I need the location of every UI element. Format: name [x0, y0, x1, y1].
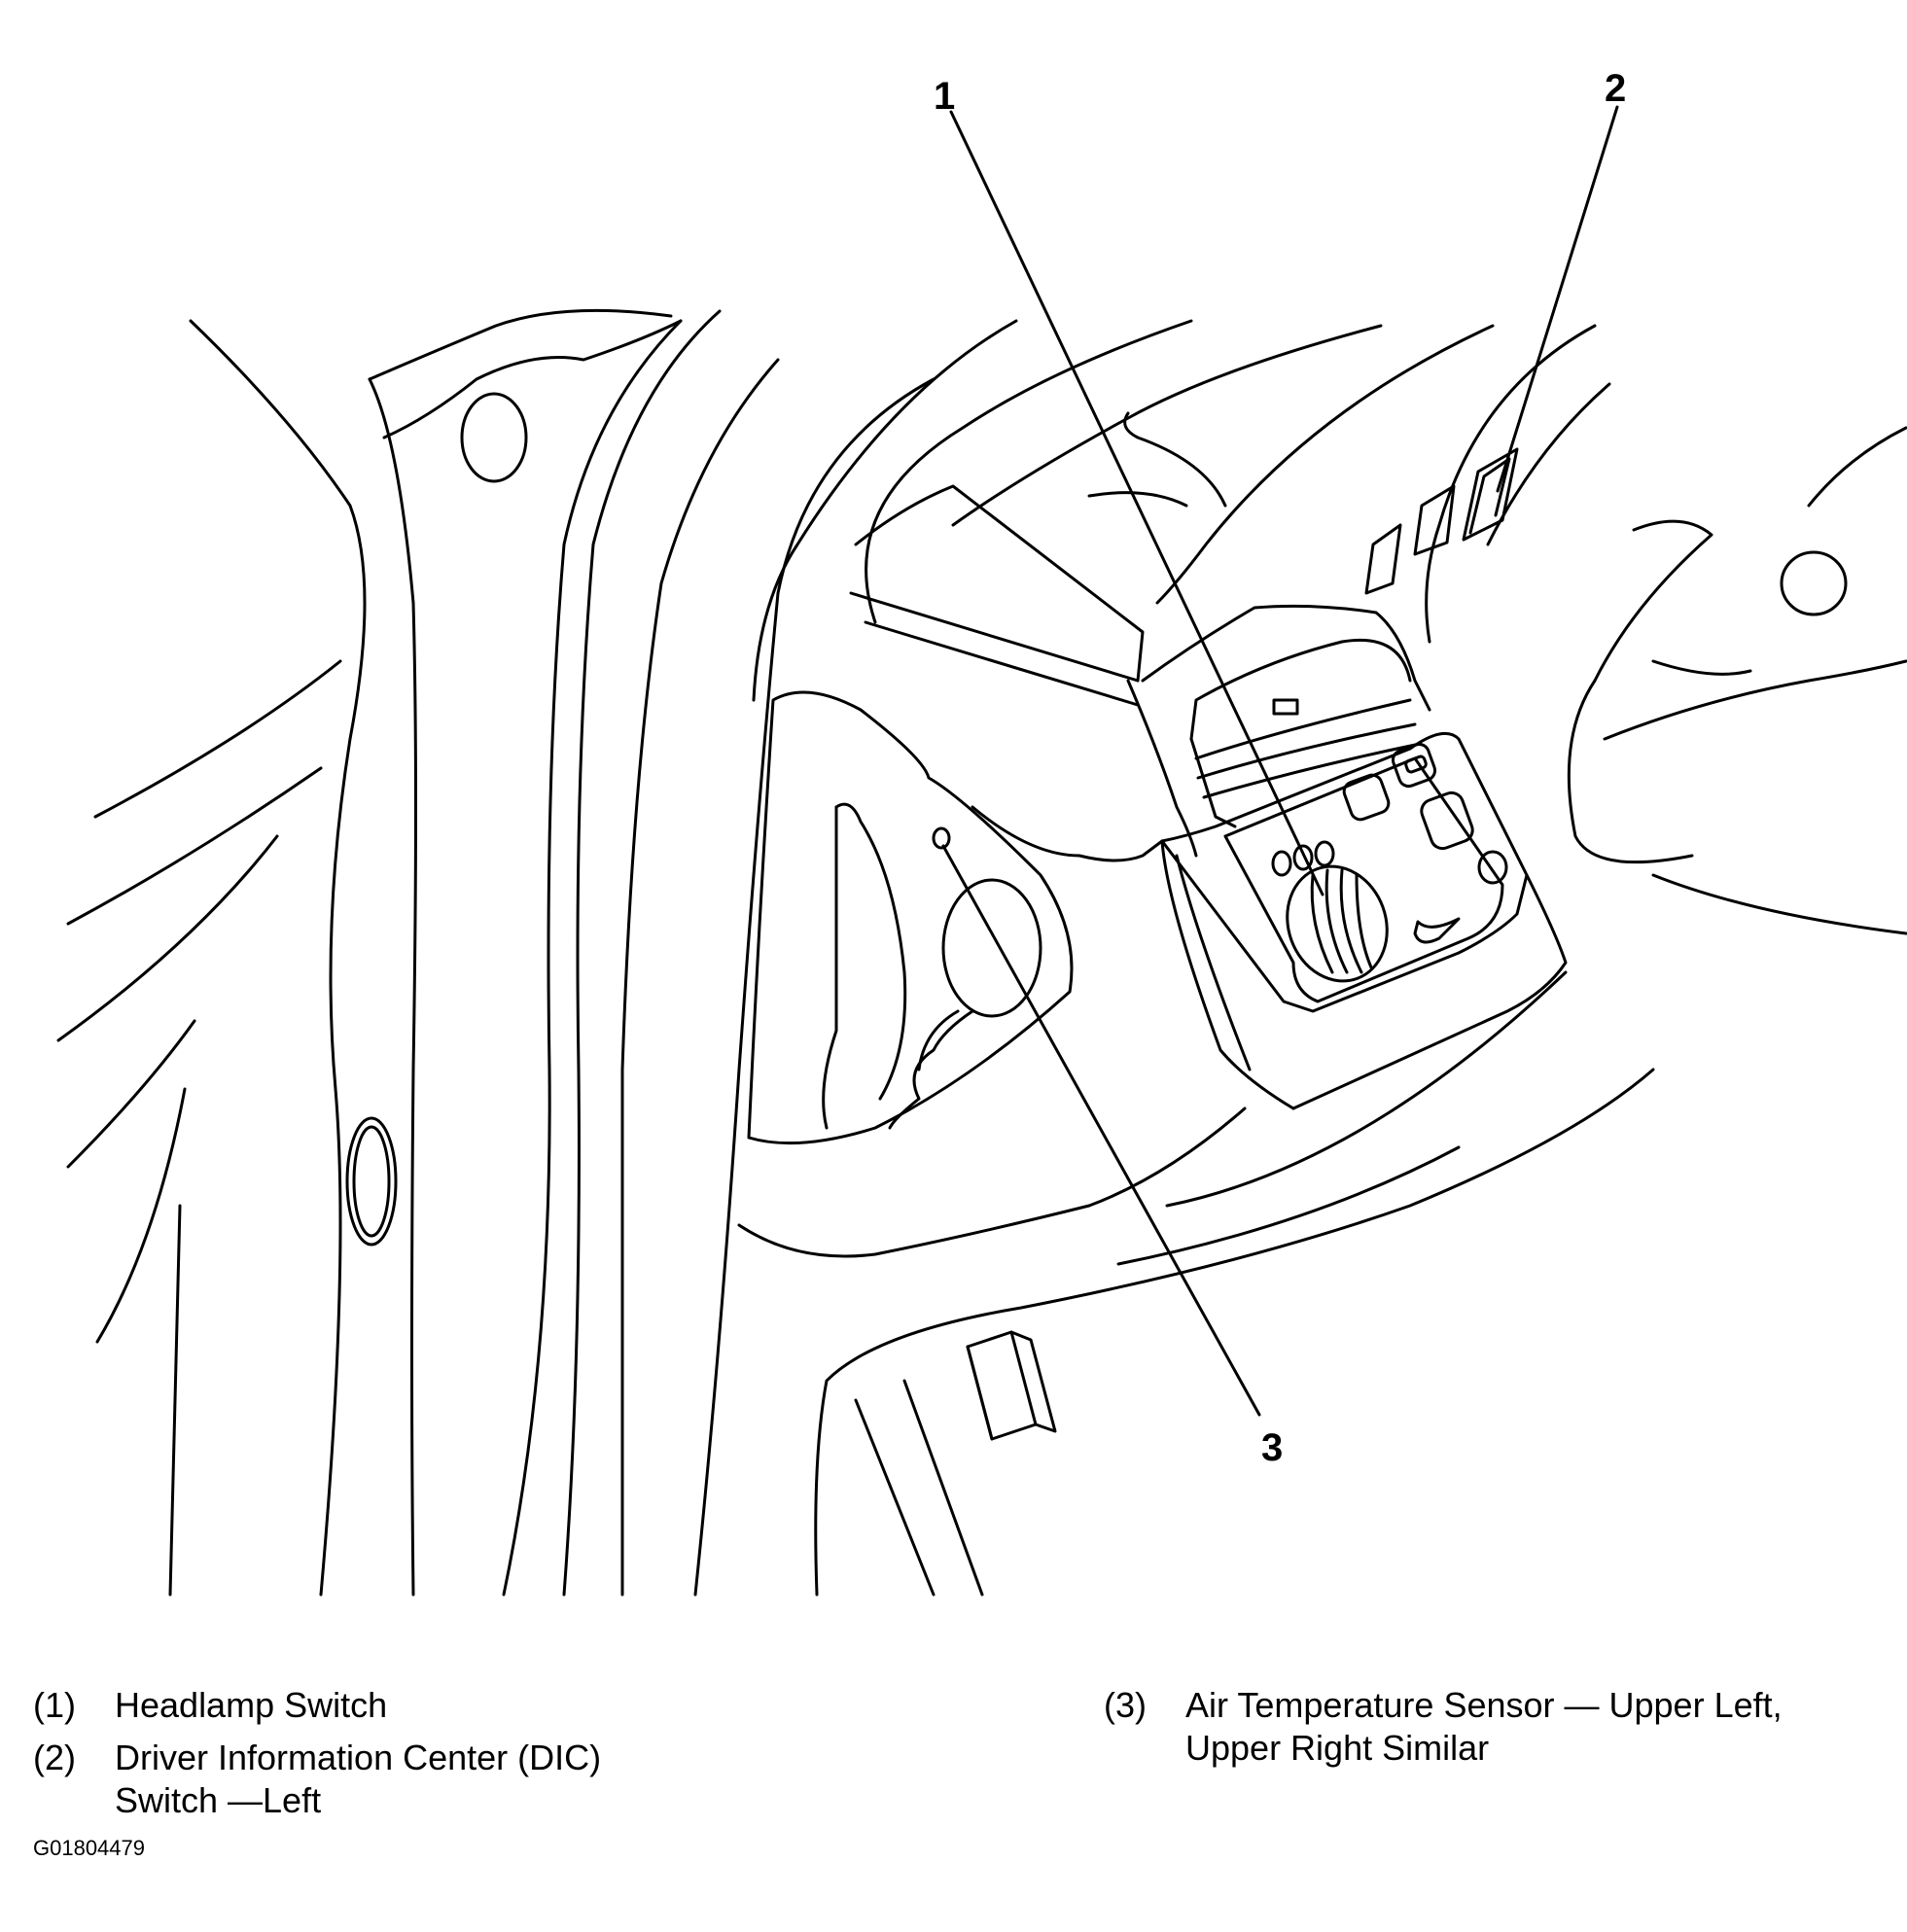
door-speaker-oval [345, 1116, 398, 1247]
upper-dashboard [752, 319, 1907, 935]
panel-small-knob [1477, 850, 1508, 885]
legend-text-line-2: Switch —Left [115, 1780, 322, 1820]
instrument-hood [849, 484, 1431, 858]
legend-item-1: (1) Headlamp Switch [33, 1684, 387, 1727]
legend-text-line-1: Air Temperature Sensor — Upper Left, [1185, 1685, 1783, 1725]
leader-line-2 [1496, 105, 1619, 493]
steering-column-hub [941, 878, 1042, 1018]
air-temperature-sensor [932, 826, 951, 850]
leader-lines [941, 105, 1619, 1417]
dashboard-line-drawing: 1 2 3 [56, 67, 1907, 1597]
legend-number: (2) [33, 1738, 76, 1777]
dic-switch-left [1364, 523, 1402, 595]
left-vent-area [737, 690, 1568, 1258]
dic-switch-right [1462, 447, 1519, 542]
dic-switch-cluster [1364, 447, 1519, 595]
legend-item-3: (3) Air Temperature Sensor — Upper Left,… [1104, 1684, 1783, 1770]
headlamp-switch-knob [1286, 864, 1389, 983]
lower-dashboard [814, 1068, 1655, 1597]
panel-button-lower-right [1420, 790, 1474, 851]
callout-1: 1 [934, 75, 955, 118]
panel-button-upper-right [1391, 742, 1437, 789]
dic-switch-middle [1413, 484, 1456, 556]
right-vent-knob [1780, 550, 1848, 616]
legend-number: (3) [1104, 1685, 1147, 1725]
legend-text-line-1: Driver Information Center (DIC) [115, 1738, 602, 1777]
headlamp-switch-panel [1160, 731, 1568, 1110]
leader-line-1 [949, 110, 1324, 896]
legend-number: (1) [33, 1685, 76, 1725]
a-pillar [368, 308, 936, 1597]
pillar-grommet-oval [460, 392, 528, 483]
legend-text: Headlamp Switch [115, 1685, 388, 1725]
panel-button-upper-left [1342, 773, 1391, 822]
legend-item-2: (2) Driver Information Center (DIC) Swit… [33, 1737, 601, 1822]
legend-text-line-2: Upper Right Similar [1185, 1728, 1490, 1768]
figure-id: G01804479 [33, 1836, 145, 1860]
leader-line-3 [941, 844, 1261, 1417]
hood-small-tab [1272, 698, 1299, 716]
left-door-panel [56, 319, 398, 1597]
callout-3: 3 [1261, 1426, 1283, 1469]
callout-2: 2 [1605, 67, 1626, 110]
